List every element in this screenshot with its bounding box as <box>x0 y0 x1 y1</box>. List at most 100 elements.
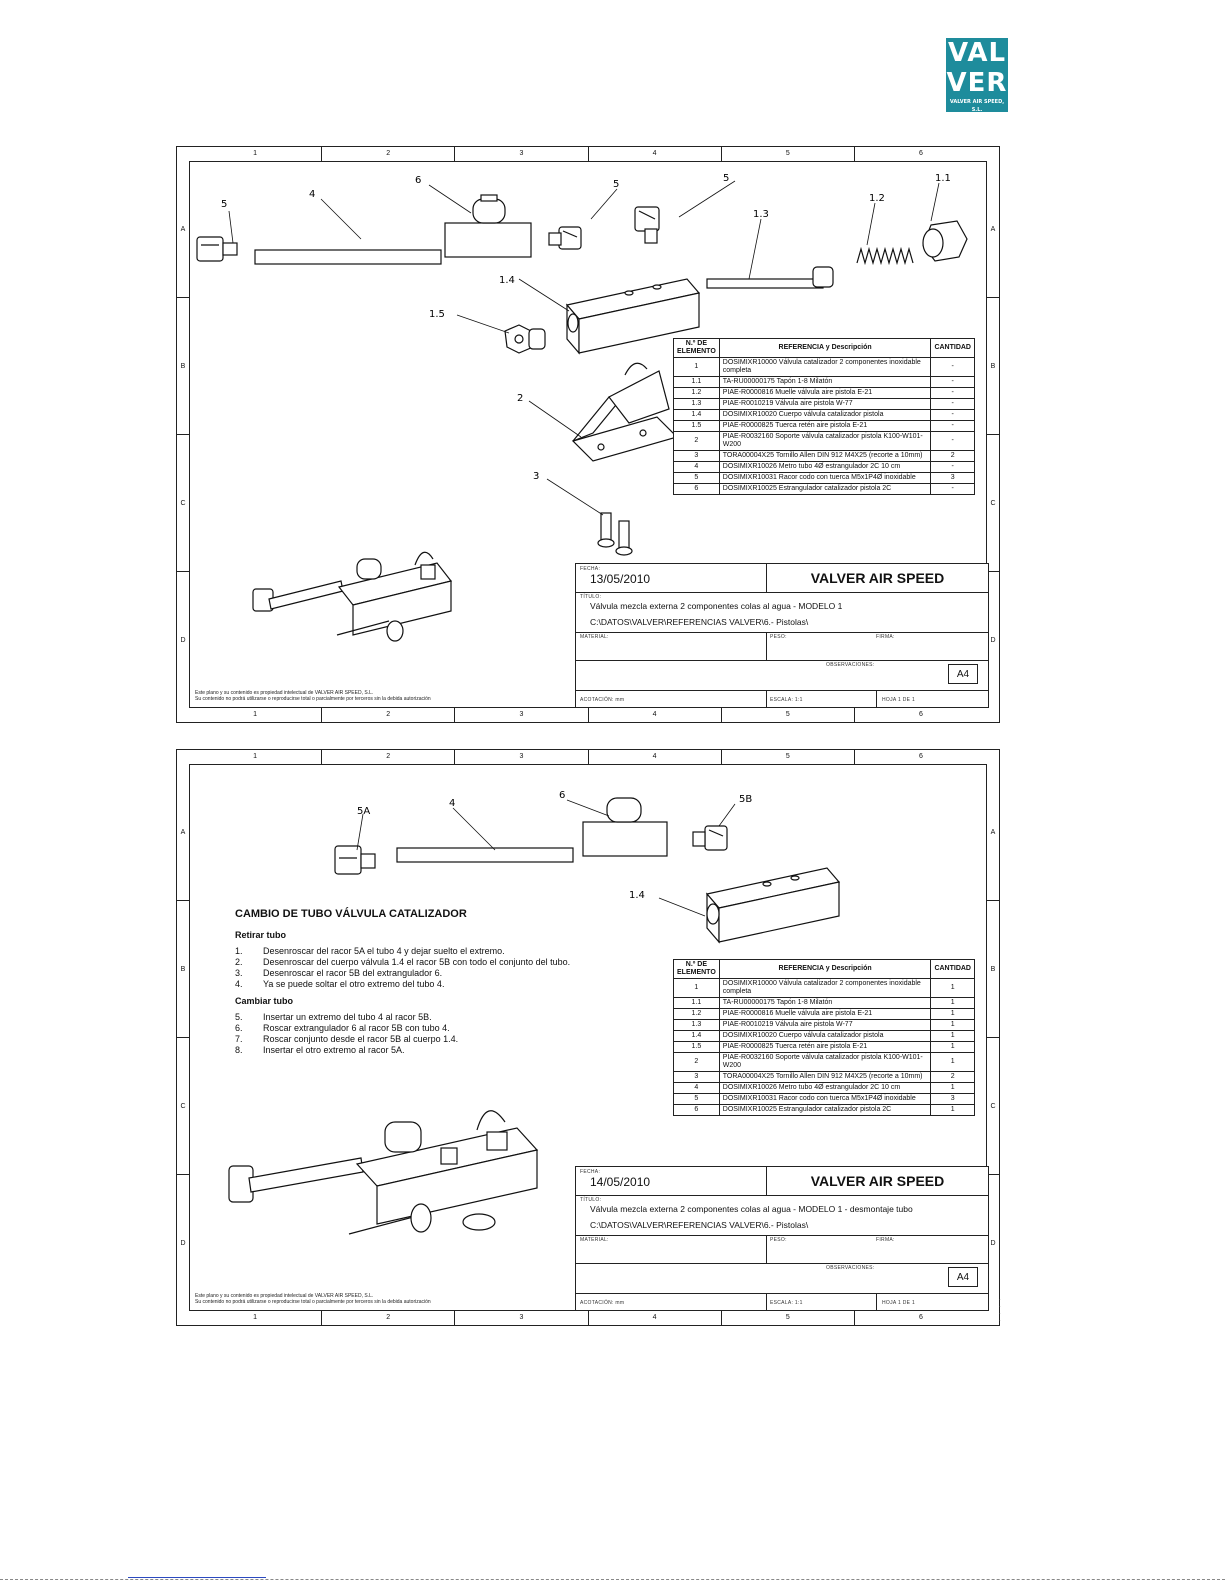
title-label: TÍTULO: <box>580 1197 602 1203</box>
callout-6: 6 <box>559 790 565 801</box>
tube-part <box>254 249 442 265</box>
assembled-valve-view <box>252 551 453 642</box>
bom-cell-qty: - <box>930 409 975 421</box>
callout-1-4: 1.4 <box>499 275 515 286</box>
bill-of-materials: N.º DE ELEMENTO REFERENCIA y Descripción… <box>673 959 975 1116</box>
footnote-separator <box>128 1577 266 1578</box>
callout-4: 4 <box>309 189 315 200</box>
paper-format: A4 <box>948 664 978 684</box>
bom-header-qty: CANTIDAD <box>930 959 975 979</box>
elbow-fitting-part <box>334 845 376 875</box>
bom-cell-num: 1 <box>673 357 720 377</box>
callout-4: 4 <box>449 798 455 809</box>
zone-col: 6 <box>853 708 987 722</box>
title-block: FECHA: 14/05/2010 VALVER AIR SPEED TÍTUL… <box>575 1166 989 1311</box>
zone-col: 1 <box>253 1314 258 1321</box>
bom-cell-ref: PIAE-R0032160 Soporte válvula catalizado… <box>718 431 932 451</box>
elbow-fitting-part <box>634 206 660 244</box>
zone-col: 2 <box>321 750 454 764</box>
bom-cell-ref: DOSIMIXR10025 Estrangulador catalizador … <box>718 1104 932 1116</box>
bom-cell-num: 3 <box>673 1071 720 1083</box>
step-number: 2. <box>235 957 243 967</box>
drawing-description: Válvula mezcla externa 2 componentes col… <box>590 601 843 611</box>
step-text: Desenroscar el racor 5B del extrangulado… <box>263 968 443 978</box>
bom-cell-num: 5 <box>673 472 720 484</box>
step-text: Insertar un extremo del tubo 4 al racor … <box>263 1012 432 1022</box>
valve-body-part <box>705 867 841 944</box>
zone-row: C <box>177 434 189 571</box>
callout-3: 3 <box>533 471 539 482</box>
bom-cell-ref: PIAE-R0000825 Tuerca retén aire pistola … <box>718 1041 932 1053</box>
callout-5: 5 <box>723 173 729 184</box>
zone-col: 6 <box>853 147 987 161</box>
bom-cell-num: 1.1 <box>673 376 720 388</box>
step-number: 5. <box>235 1012 243 1022</box>
paper-format: A4 <box>948 1267 978 1287</box>
bom-cell-ref: DOSIMIXR10031 Racor codo con tuerca M5x1… <box>718 1093 932 1105</box>
zone-row: A <box>990 828 996 836</box>
step-text: Desenroscar del cuerpo válvula 1.4 el ra… <box>263 957 571 967</box>
page-break-line <box>0 1579 1225 1580</box>
step-text: Desenroscar del racor 5A el tubo 4 y dej… <box>263 946 505 956</box>
bom-cell-qty: - <box>930 398 975 410</box>
legal-line: Este plano y su contenido es propiedad i… <box>195 690 374 696</box>
step-number: 4. <box>235 979 243 989</box>
weight-label: PESO: <box>770 634 787 640</box>
bom-cell-qty: 3 <box>930 472 975 484</box>
step-number: 6. <box>235 1023 243 1033</box>
bom-header-ref: REFERENCIA y Descripción <box>718 959 932 979</box>
spring-part <box>856 246 914 266</box>
valver-logo: VAL VER VALVER AIR SPEED, S.L. <box>946 38 1008 113</box>
bom-cell-num: 6 <box>673 1104 720 1116</box>
callout-1-5: 1.5 <box>429 309 445 320</box>
step-item: 1.Desenroscar del racor 5A el tubo 4 y d… <box>235 946 655 957</box>
company-name: VALVER AIR SPEED <box>766 564 988 592</box>
zone-row: A <box>990 225 996 233</box>
bom-cell-qty: 1 <box>930 997 975 1009</box>
bom-cell-ref: PIAE-R0010219 Válvula aire pistola W-77 <box>718 398 932 410</box>
zone-row: B <box>177 297 189 434</box>
bom-cell-ref: DOSIMIXR10020 Cuerpo válvula catalizador… <box>718 1030 932 1042</box>
bom-header-num: N.º DE ELEMENTO <box>673 959 720 979</box>
bom-cell-qty: 2 <box>930 1071 975 1083</box>
zone-col: 3 <box>454 750 587 764</box>
zone-row: B <box>987 900 999 1037</box>
zone-row: B <box>987 297 999 434</box>
elbow-fitting-part <box>548 226 582 250</box>
margin-marks: ···· <box>999 1297 1001 1324</box>
zone-col: 3 <box>454 147 587 161</box>
step-text: Roscar extrangulador 6 al racor 5B con t… <box>263 1023 450 1033</box>
bom-cell-ref: DOSIMIXR10026 Metro tubo 4Ø estrangulado… <box>718 461 932 473</box>
bom-cell-qty: - <box>930 420 975 432</box>
valve-body-part <box>565 278 701 355</box>
bom-cell-num: 1.2 <box>673 387 720 399</box>
title-block-row-material: MATERIAL: PESO: FIRMA: <box>576 1235 988 1264</box>
zone-row: A <box>180 828 186 836</box>
drawing-date: 14/05/2010 <box>590 1175 651 1189</box>
bom-cell-qty: - <box>930 431 975 451</box>
bom-header-row: N.º DE ELEMENTO REFERENCIA y Descripción… <box>673 959 975 979</box>
title-block-row-date: FECHA: 13/05/2010 VALVER AIR SPEED <box>576 564 988 593</box>
step-item: 4.Ya se puede soltar el otro extremo del… <box>235 979 655 990</box>
scale-label: ESCALA: 1:1 <box>770 697 803 703</box>
title-block: FECHA: 13/05/2010 VALVER AIR SPEED TÍTUL… <box>575 563 989 708</box>
nut-part <box>504 324 546 354</box>
section-change-tube: Cambiar tubo <box>235 996 294 1006</box>
callout-1-1: 1.1 <box>935 173 951 184</box>
callout-5a: 5A <box>357 806 370 817</box>
bom-cell-ref: PIAE-R0000816 Muelle válvula aire pistol… <box>718 1008 932 1020</box>
